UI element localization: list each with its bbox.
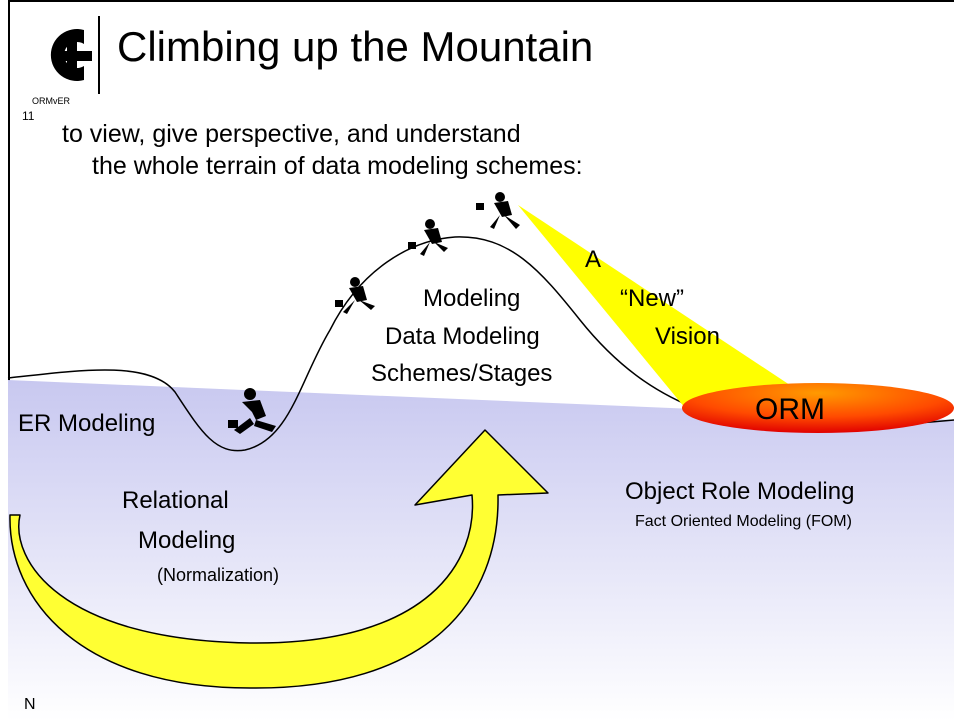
- peak-label-line-1: Modeling: [423, 285, 521, 312]
- slide-title: Climbing up the Mountain: [117, 23, 594, 70]
- slide-number: 11: [22, 109, 35, 123]
- vision-label-new: “New”: [620, 285, 684, 312]
- fom-label: Fact Oriented Modeling (FOM): [635, 513, 852, 530]
- ce-logo-icon: [50, 16, 100, 94]
- relational-arrow: [9, 429, 549, 689]
- deck-tag: ORMvER: [32, 96, 70, 106]
- er-modeling-label: ER Modeling: [18, 410, 156, 437]
- peak-label-line-3: Schemes/Stages: [371, 360, 553, 387]
- orm-label: ORM: [755, 393, 825, 426]
- climber-figure: [228, 192, 520, 434]
- corner-letter: N: [24, 696, 36, 713]
- orm-blob: [682, 383, 954, 433]
- intro-line-1: to view, give perspective, and understan…: [62, 120, 521, 148]
- intro-line-2: the whole terrain of data modeling schem…: [92, 152, 583, 180]
- slide-frame: [8, 0, 954, 721]
- peak-label-line-2: Data Modeling: [385, 323, 540, 350]
- relational-label-line-3: (Normalization): [157, 565, 280, 585]
- vision-label-vision: Vision: [655, 323, 720, 350]
- vision-label-a: A: [585, 246, 602, 273]
- object-role-modeling-label: Object Role Modeling: [625, 478, 855, 505]
- relational-label-line-2: Modeling: [138, 527, 236, 554]
- relational-label-line-1: Relational: [122, 487, 229, 514]
- vision-beam: [518, 205, 805, 408]
